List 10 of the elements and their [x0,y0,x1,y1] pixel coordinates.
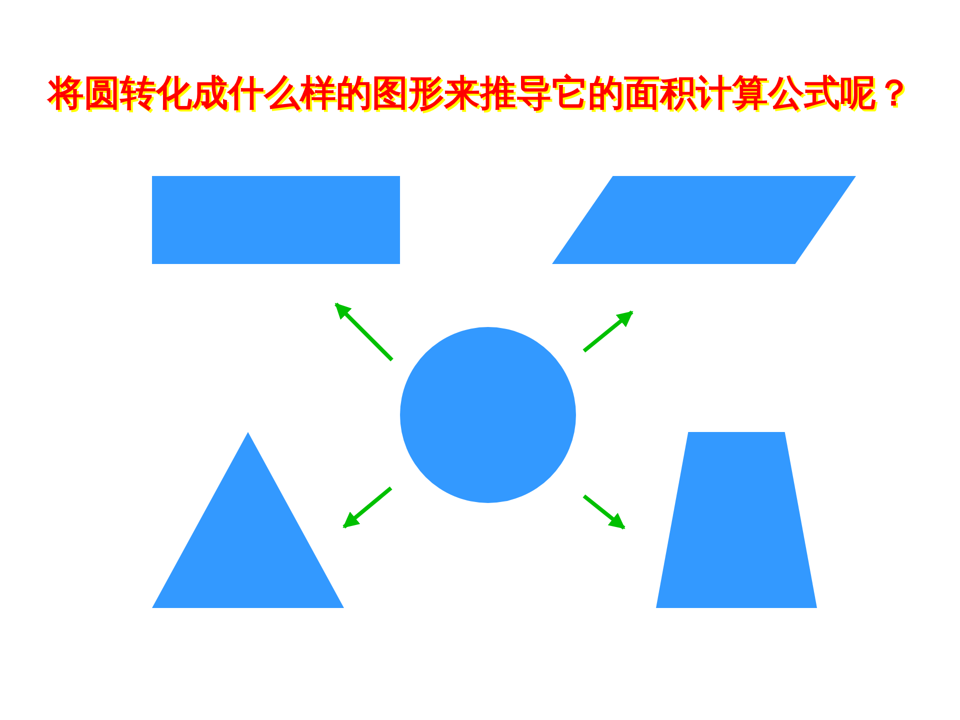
arrow [582,310,634,353]
parallelogram-shape [552,176,856,264]
rectangle-shape [152,176,400,264]
circle-shape [400,327,576,503]
trapezoid-shape [656,432,817,608]
arrow [582,494,626,530]
arrow [342,486,392,529]
triangle-shape [152,432,344,608]
arrow [334,302,394,362]
title: 将圆转化成什么样的图形来推导它的面积计算公式呢？ [48,72,913,116]
